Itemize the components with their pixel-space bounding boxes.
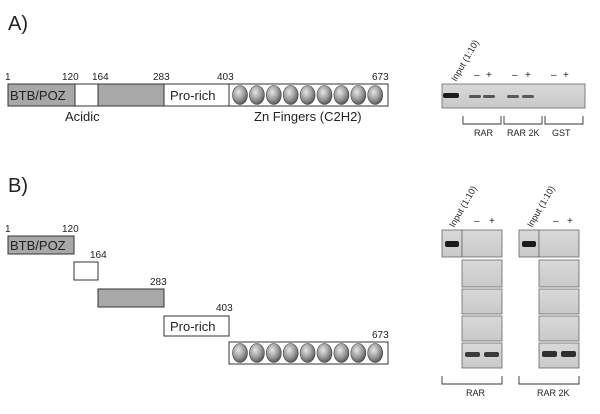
blot-b2-bracket	[518, 376, 580, 385]
blot-a-band-rar2k-minus	[507, 95, 519, 98]
blot-a-group-rar2k: RAR 2K	[507, 128, 540, 138]
fragment-acidic	[97, 288, 165, 308]
blot-b2-row-3	[538, 288, 580, 315]
blot-b2-minus: –	[553, 216, 559, 227]
zn-fingers-label: Zn Fingers (C2H2)	[254, 109, 362, 124]
a-zn-finger-5	[299, 85, 316, 105]
a-zn-finger-3	[265, 85, 282, 105]
a-zn-finger-4	[282, 85, 299, 105]
blot-a-minus-1: –	[474, 70, 480, 81]
blot-a-minus-3: –	[551, 70, 557, 81]
blot-b1-minus: –	[474, 216, 480, 227]
a-zn-finger-6	[316, 85, 333, 105]
prorich-label-a: Pro-rich	[170, 88, 216, 103]
panel-b-label: B)	[8, 175, 28, 197]
blot-a-plus-3: +	[563, 70, 569, 81]
blot-b2-input-band	[522, 241, 536, 247]
zn-fingers-a	[232, 85, 384, 105]
a-zn-finger-1	[232, 85, 248, 105]
frag1-pos-1: 1	[5, 224, 11, 235]
blot-a-bracket-rar	[462, 116, 502, 125]
blot-a-bracket-gst	[544, 116, 584, 125]
pos-283-label: 283	[153, 72, 170, 83]
frag5-pos-673: 673	[372, 330, 389, 341]
b-zn-finger-1	[232, 343, 248, 363]
acidic-domain-a	[97, 83, 165, 107]
frag3-pos-283: 283	[150, 277, 167, 288]
btb-poz-label-a: BTB/POZ	[10, 88, 66, 103]
blot-a-input-band	[443, 93, 459, 98]
pos-403-label: 403	[217, 72, 234, 83]
b-zn-finger-9	[367, 343, 384, 363]
a-zn-finger-8	[350, 85, 367, 105]
blot-b2-plus: +	[567, 216, 573, 227]
b-zn-finger-5	[299, 343, 316, 363]
protein-diagram-a: 1 120 164 283 403 673 BTB/POZ Pro-rich A…	[5, 72, 389, 124]
b-zn-finger-7	[333, 343, 350, 363]
blot-a-plus-1: +	[486, 70, 492, 81]
blot-b-rar2k: Input (1:10) – + RAR 2K	[518, 184, 580, 398]
pos-673-label: 673	[372, 72, 389, 83]
blot-b-rar: Input (1:10) – + RAR	[441, 184, 503, 398]
b-zn-finger-6	[316, 343, 333, 363]
blot-a-band-rar-minus	[469, 95, 481, 98]
pos-1-label: 1	[5, 72, 11, 83]
panel-a-label: A)	[8, 13, 28, 35]
blot-b2-input-label: Input (1:10)	[525, 184, 557, 229]
blot-b1-band-minus	[465, 352, 480, 357]
blot-b2-row-2	[538, 259, 580, 288]
blot-a-minus-2: –	[512, 70, 518, 81]
zn-fingers-b	[232, 343, 384, 363]
b-zn-finger-3	[265, 343, 282, 363]
blot-a-group-gst: GST	[552, 128, 571, 138]
blot-b1-row-3	[461, 288, 503, 315]
blot-b1-band-plus	[484, 352, 499, 357]
blot-b1-bracket	[441, 376, 503, 385]
pos-164-label: 164	[92, 72, 109, 83]
blot-b2-group-label: RAR 2K	[537, 388, 570, 398]
pos-120-label: 120	[62, 72, 79, 83]
blot-a-bracket-rar2k	[503, 116, 543, 125]
fragment-btb-poz	[7, 235, 75, 255]
blot-a: Input (1:10) – + – + – + RAR RAR 2K GST	[441, 38, 586, 138]
fragment-120-164	[73, 261, 99, 281]
a-zn-finger-2	[249, 85, 265, 105]
frag2-pos-164: 164	[90, 250, 107, 261]
fragment-prorich	[163, 315, 230, 337]
b-zn-finger-2	[249, 343, 265, 363]
blot-b1-row-1	[461, 229, 503, 258]
frag1-pos-120: 120	[62, 224, 79, 235]
blot-b2-row-1	[538, 229, 580, 258]
blot-b1-row-4	[461, 315, 503, 342]
b-zn-finger-4	[282, 343, 299, 363]
fragments-b: 1 120 BTB/POZ 164 283 403 Pro-rich 673	[5, 224, 389, 365]
blot-a-band-rar2k-plus	[522, 95, 534, 98]
a-zn-finger-7	[333, 85, 350, 105]
btb-poz-domain-a	[7, 83, 76, 107]
blot-b2-band-plus	[561, 351, 576, 357]
frag4-pos-403: 403	[216, 303, 233, 314]
blot-b1-row-2	[461, 259, 503, 288]
blot-b2-row-4	[538, 315, 580, 342]
fragment-btb-poz-label: BTB/POZ	[10, 238, 66, 253]
blot-a-group-rar: RAR	[474, 128, 494, 138]
blot-b1-plus: +	[489, 216, 495, 227]
acidic-label: Acidic	[65, 109, 100, 124]
b-zn-finger-8	[350, 343, 367, 363]
blot-b1-group-label: RAR	[466, 388, 486, 398]
blot-a-band-rar-plus	[483, 95, 495, 98]
fragment-prorich-label: Pro-rich	[170, 319, 216, 334]
blot-b2-band-minus	[542, 351, 557, 357]
a-zn-finger-9	[367, 85, 384, 105]
blot-a-plus-2: +	[525, 70, 531, 81]
blot-b1-input-band	[445, 241, 459, 247]
